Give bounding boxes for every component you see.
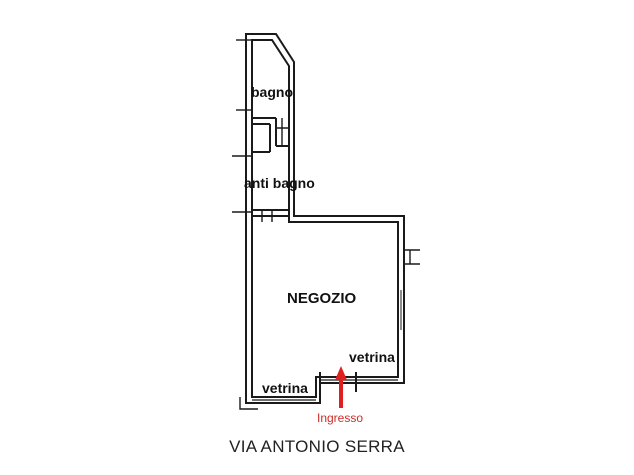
- wall-bagno-step: [269, 118, 277, 152]
- street-name: VIA ANTONIO SERRA: [229, 437, 405, 456]
- arrow-shaft: [339, 379, 343, 408]
- room-label-anti-bagno: anti bagno: [244, 175, 315, 191]
- wall-antibagno-bottom: [252, 209, 289, 217]
- window-label-vetrina-left: vetrina: [262, 380, 308, 396]
- arrow-head-icon: [335, 366, 347, 380]
- wall-inner: [251, 39, 399, 398]
- entrance-label: Ingresso: [317, 411, 364, 425]
- corner-bottom-left: [239, 397, 258, 410]
- window-label-vetrina-right: vetrina: [349, 349, 395, 365]
- room-label-bagno: bagno: [251, 84, 293, 100]
- window-right-frame: [404, 249, 420, 265]
- wall-outer: [245, 33, 405, 404]
- plan-walls: [232, 33, 420, 410]
- wall-bagno-bottom: [252, 117, 276, 125]
- room-label-negozio: NEGOZIO: [287, 290, 357, 307]
- door-bagno: [276, 118, 289, 146]
- entrance-arrow: [335, 366, 347, 408]
- door-antibagno: [261, 210, 273, 222]
